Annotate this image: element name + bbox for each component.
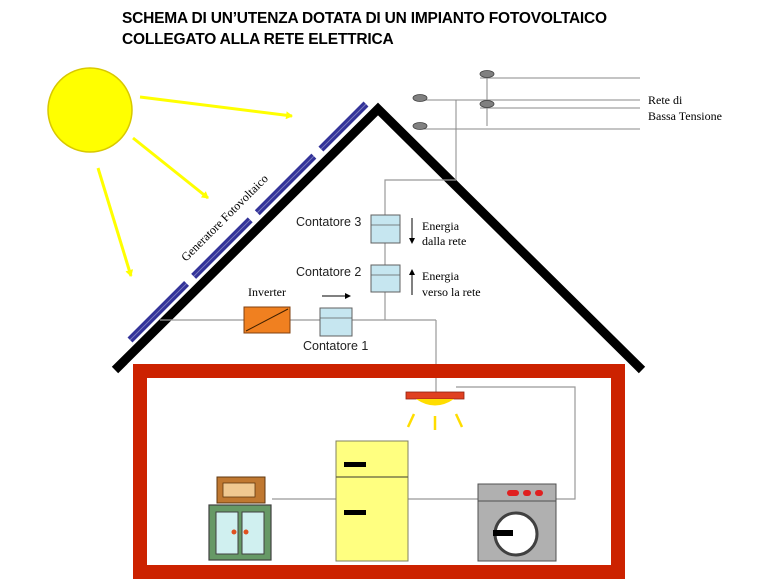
sun-rays [96,95,293,277]
meter-2-icon [370,264,401,293]
grid-label-2: Bassa Tensione [648,109,722,123]
energy-to-grid-label-2: verso la rete [422,285,481,299]
meter-3-label: Contatore 3 [296,215,361,229]
house-wall [133,364,625,579]
ceiling-lamp-icon [405,391,465,430]
cabinet-icon [208,504,272,561]
energy-from-grid-label-2: dalla rete [422,234,466,248]
meter-3-icon [370,214,401,244]
meter-2-label: Contatore 2 [296,265,361,279]
solar-panel-icon [127,101,369,343]
title-line-1: SCHEMA DI UN’UTENZA DOTATA DI UN IMPIANT… [122,10,607,27]
refrigerator-icon [335,440,409,562]
inverter-icon [243,306,291,334]
energy-from-grid-label-1: Energia [422,219,460,233]
meter-1-label: Contatore 1 [303,339,368,353]
power-line-insulator-icon [412,70,495,130]
energy-to-grid-label-1: Energia [422,269,460,283]
title-line-2: COLLEGATO ALLA RETE ELETTRICA [122,31,394,48]
grid-label-1: Rete di [648,93,683,107]
grid-lines [420,74,640,180]
microwave-icon [216,476,266,504]
washing-machine-icon [477,483,557,562]
roof [111,102,646,374]
sun-icon [47,67,133,153]
inverter-label: Inverter [248,285,286,299]
meter-1-icon [319,307,353,337]
